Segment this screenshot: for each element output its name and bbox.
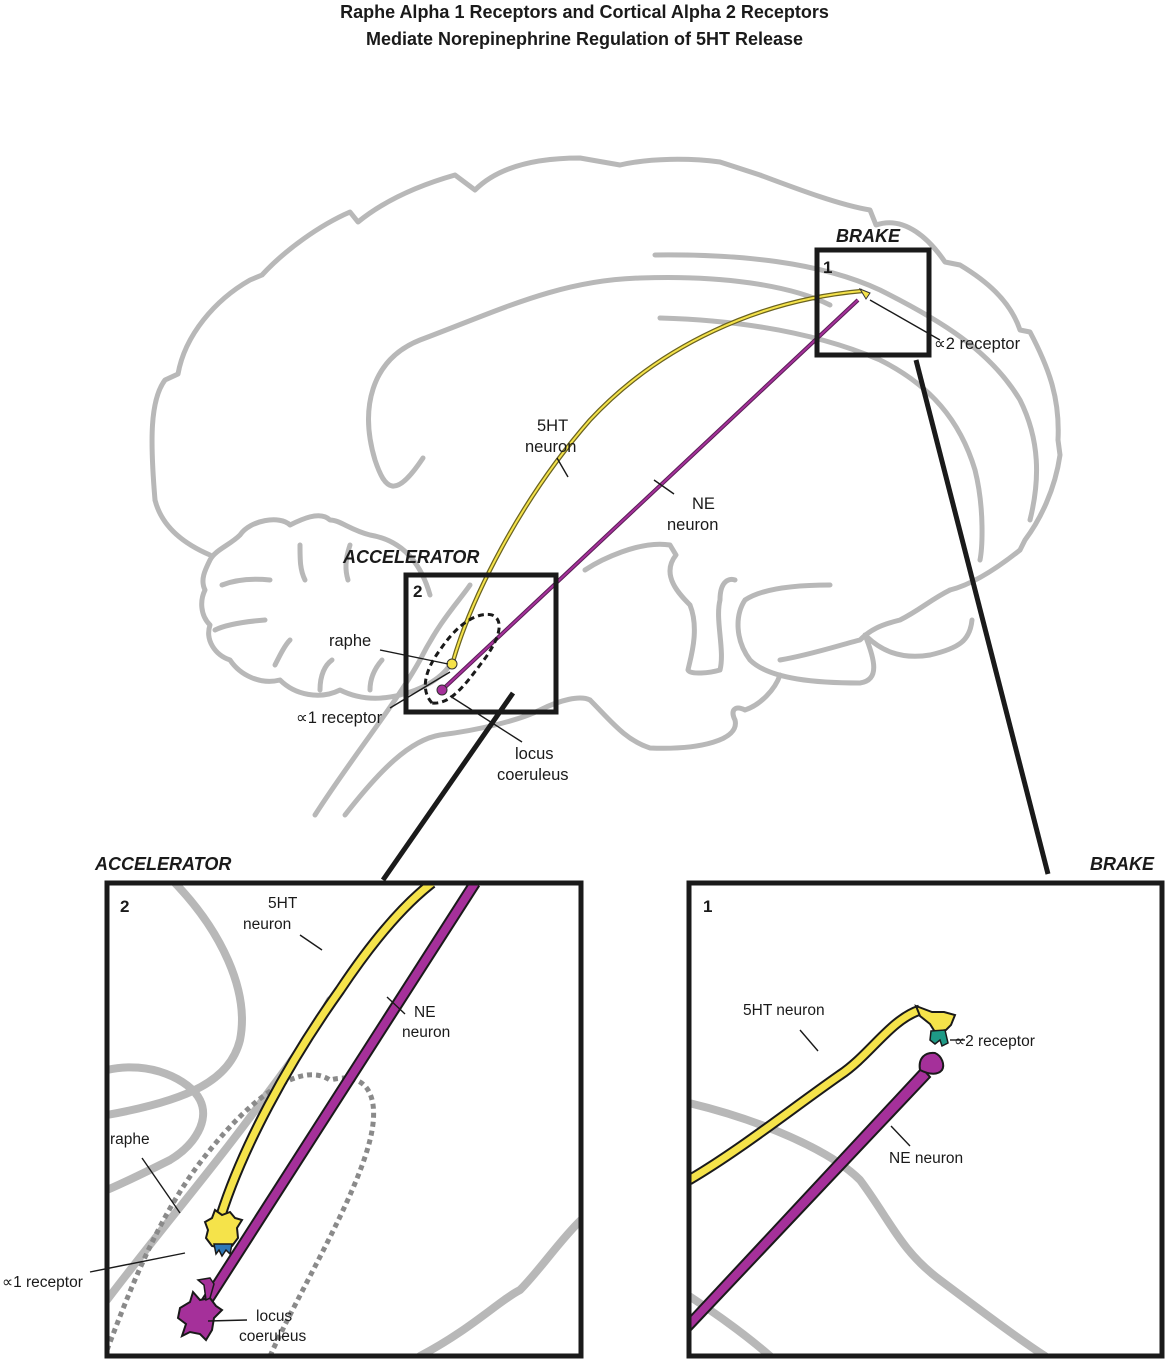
overview-raphe-leader — [379, 649, 449, 665]
inset-acc-ne-axon — [196, 883, 479, 1315]
callosum-line-2 — [652, 252, 1040, 523]
overview-raphe-label: raphe — [329, 632, 371, 650]
overview-accelerator-number: 2 — [413, 582, 422, 601]
overview-nucleus-region-dashed — [423, 612, 501, 705]
inset-acc-raphe-label: raphe — [110, 1131, 150, 1148]
overview-locus-leader — [449, 695, 523, 743]
overview-ne-leader — [653, 479, 675, 495]
inset-brk-5ht-axon — [689, 1006, 922, 1184]
accelerator-zoom-connector — [380, 691, 516, 882]
inset-acc-raphe-leader — [141, 1157, 181, 1214]
inset-acc-lc-dendrite — [196, 1277, 215, 1302]
inset-brk-5ht-leader — [799, 1029, 819, 1052]
inset-brk-alpha2-receptor — [929, 1029, 949, 1048]
inset-accelerator-header: ACCELERATOR — [94, 854, 231, 874]
overview-lc-cell-body — [436, 684, 448, 696]
overview-5ht-neuron — [446, 287, 871, 670]
pons-shape — [735, 582, 975, 686]
cerebellum-fold-6 — [317, 657, 335, 693]
inset-acc-locus-leader — [207, 1319, 248, 1322]
inset-acc-alpha1-leader — [89, 1252, 186, 1273]
inset-brk-ne-terminal — [918, 1051, 945, 1075]
overview-locus-label-1: locus — [515, 745, 554, 763]
overview-accelerator-box — [403, 572, 559, 715]
inset-acc-raphe-cell-body — [203, 1208, 244, 1250]
overview-brake-box — [814, 247, 932, 358]
inset-brk-anatomy-2 — [689, 1292, 774, 1356]
overview-ne-label-2: neuron — [667, 516, 718, 534]
inset-acc-anatomy-2 — [107, 1063, 208, 1194]
overview-5ht-leader — [556, 457, 569, 478]
cerebellum-fold-7 — [367, 657, 385, 693]
overview-locus-label-2: coeruleus — [497, 766, 569, 784]
inset-brk-alpha2-label: ∝2 receptor — [954, 1033, 1035, 1050]
cerebellum-fold-2 — [219, 576, 273, 588]
overview-accelerator-header: ACCELERATOR — [342, 547, 479, 567]
inset-acc-anatomy-1 — [107, 883, 246, 1119]
inset-brk-anatomy-1 — [689, 1099, 1049, 1356]
inset-acc-locus-label-2: coeruleus — [239, 1328, 306, 1345]
brake-zoom-connector — [913, 359, 1051, 875]
cortex-outline — [149, 155, 1063, 593]
inset-brake-number: 1 — [703, 897, 712, 916]
brainstem-right — [342, 695, 593, 818]
inset-acc-dashed-region — [107, 1072, 377, 1356]
midbrain-shape — [582, 541, 738, 676]
inset-acc-anatomy-4 — [416, 1216, 581, 1356]
cerebellum-fold-1 — [212, 617, 268, 633]
inset-brake-content — [689, 1004, 1049, 1356]
overview-5ht-label-1: 5HT — [537, 417, 568, 435]
inset-brk-ne-axon — [689, 1066, 932, 1334]
brainstem-lower — [587, 672, 783, 751]
brainstem-left — [312, 582, 473, 818]
overview-brake-number: 1 — [823, 258, 832, 277]
inset-acc-alpha1-label: ∝1 receptor — [2, 1274, 83, 1291]
inset-acc-anatomy-3 — [107, 996, 334, 1304]
cerebellum-fold-3 — [297, 542, 308, 583]
inset-acc-5ht-label-1: 5HT — [268, 895, 298, 912]
overview-ne-neuron — [436, 298, 860, 696]
cerebellum-fold-4 — [343, 542, 353, 583]
inner-arc — [366, 275, 833, 489]
inset-brk-ne-leader — [890, 1125, 911, 1147]
overview-ne-label-1: NE — [692, 495, 715, 513]
inset-acc-lc-cell-body — [176, 1289, 224, 1342]
figure-title-line-2: Mediate Norepinephrine Regulation of 5HT… — [365, 29, 804, 49]
inset-acc-ne-label-2: neuron — [402, 1024, 450, 1041]
overview-raphe-cell-body — [446, 658, 458, 670]
inset-acc-5ht-label-2: neuron — [243, 916, 291, 933]
inset-acc-ne-leader — [386, 996, 406, 1015]
brain-outline — [149, 155, 1063, 818]
inset-brk-ne-label: NE neuron — [889, 1150, 963, 1167]
overview-alpha2-leader — [869, 299, 941, 341]
inset-acc-5ht-axon — [214, 883, 435, 1226]
figure-title-line-1: Raphe Alpha 1 Receptors and Cortical Alp… — [340, 2, 829, 22]
inset-acc-ne-label-1: NE — [414, 1004, 436, 1021]
inset-accelerator-content — [107, 883, 581, 1356]
inset-brk-5ht-label: 5HT neuron — [743, 1002, 825, 1019]
cortex-bottom-right — [777, 587, 953, 663]
inset-acc-locus-label-1: locus — [256, 1308, 292, 1325]
cerebellum-outline — [199, 513, 453, 701]
callosum-line-1 — [657, 315, 985, 563]
overview-brake-header: BRAKE — [836, 226, 901, 246]
cortex-bottom-left — [152, 497, 213, 558]
overview-5ht-label-2: neuron — [525, 438, 576, 456]
inset-acc-alpha1-receptor — [213, 1243, 233, 1258]
inset-accelerator-number: 2 — [120, 897, 129, 916]
inset-brake-header: BRAKE — [1090, 854, 1155, 874]
inset-acc-5ht-leader — [299, 934, 323, 951]
cerebellum-fold-5 — [272, 637, 293, 668]
inset-brake-frame — [686, 880, 1165, 1359]
overview-alpha1-label: ∝1 receptor — [296, 709, 383, 727]
overview-alpha2-label: ∝2 receptor — [934, 335, 1021, 353]
overview-alpha1-leader — [389, 671, 451, 709]
overview-5ht-terminal — [858, 287, 871, 300]
inset-brk-5ht-terminal — [914, 1004, 957, 1034]
inset-acc-5ht-axon-outline — [212, 883, 436, 1227]
inset-accelerator-frame — [104, 880, 584, 1359]
